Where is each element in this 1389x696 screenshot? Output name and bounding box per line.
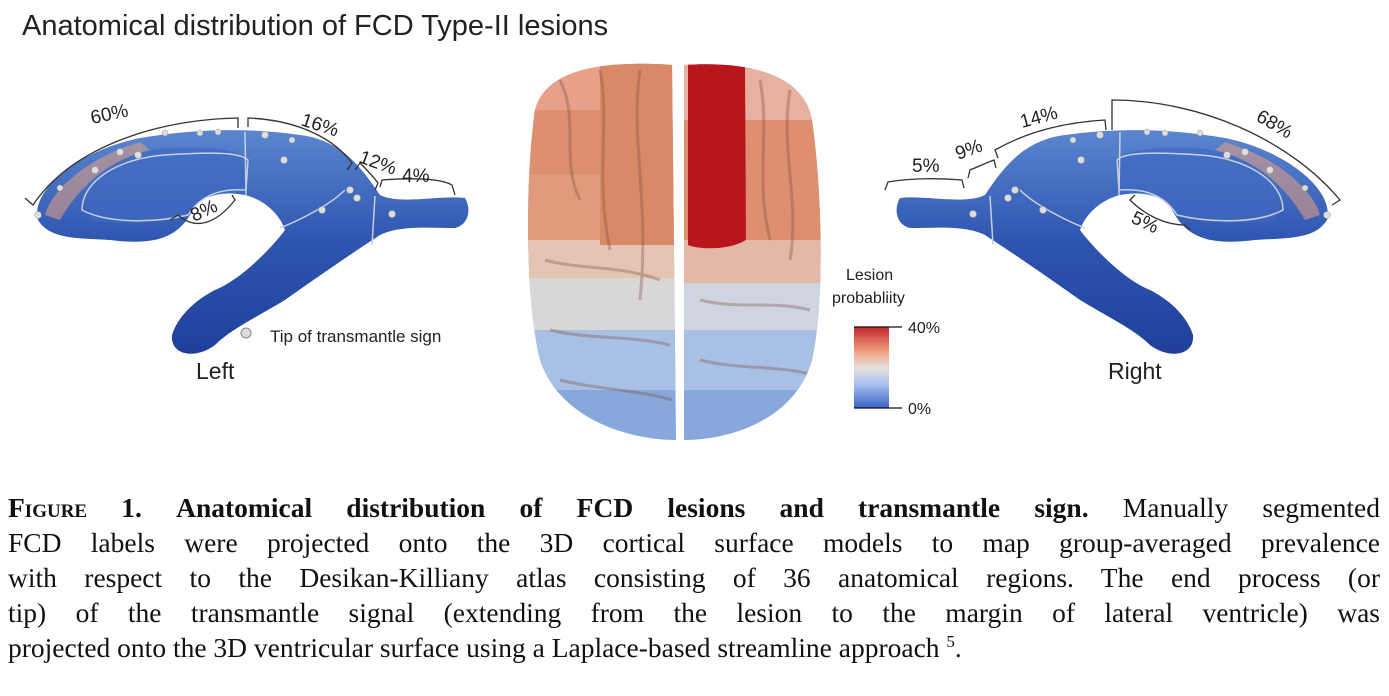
left-pct-occipital: 4% xyxy=(402,166,430,187)
left-side-label: Left xyxy=(196,358,235,384)
left-pct-frontal: 60% xyxy=(89,100,131,128)
left-ventricle: 60% 16% 12% 4% 8% Tip of transmantle sig… xyxy=(24,100,470,384)
cortical-surface-map xyxy=(528,63,821,440)
figure-panel: 60% 16% 12% 4% 8% Tip of transmantle sig… xyxy=(24,63,1341,440)
region-brackets xyxy=(884,99,1341,231)
colorbar-title-line2: probabliity xyxy=(832,290,905,307)
right-side-label: Right xyxy=(1108,358,1162,384)
right-pct-temporal: 9% xyxy=(953,136,986,165)
figure-caption: Figure 1. Anatomical distribution of FCD… xyxy=(8,490,1380,665)
caption-line-2: FCD labels were projected onto the 3D co… xyxy=(8,527,1380,558)
caption-bold-title: Anatomical distribution of FCD lesions a… xyxy=(176,492,1089,523)
caption-line-3: with respect to the Desikan-Killiany atl… xyxy=(8,562,1380,593)
figure-label: Figure 1. xyxy=(8,492,142,523)
colorbar-gradient xyxy=(854,327,889,408)
caption-text: Manually segmented xyxy=(1122,492,1380,523)
caption-line-1: Figure 1. Anatomical distribution of FCD… xyxy=(8,490,1380,525)
right-pct-insula: 5% xyxy=(1128,207,1162,238)
marker-legend-label: Tip of transmantle sign xyxy=(270,327,441,346)
figure-title: Anatomical distribution of FCD Type-II l… xyxy=(22,10,609,42)
caption-line-4: tip) of the transmantle signal (extendin… xyxy=(8,597,1380,628)
colorbar-title-line1: Lesion xyxy=(846,267,893,284)
caption-period: . xyxy=(954,632,962,663)
colorbar-legend: Lesion probabliity 40% 0% xyxy=(832,267,940,418)
colorbar-max-label: 40% xyxy=(908,320,940,337)
right-pct-frontal: 68% xyxy=(1253,106,1297,143)
caption-line-5: projected onto the 3D ventricular surfac… xyxy=(8,630,1380,665)
region-brackets xyxy=(24,117,456,224)
right-pct-occipital: 5% xyxy=(912,156,940,177)
colorbar-min-label: 0% xyxy=(908,401,931,418)
right-pct-parietal: 14% xyxy=(1018,103,1060,133)
reference-superscript[interactable]: 5 xyxy=(946,632,955,651)
caption-text: projected onto the 3D ventricular surfac… xyxy=(8,632,940,663)
right-ventricle: 5% 9% 14% 68% 5% Right xyxy=(884,99,1341,384)
transmantle-tip-marker-icon xyxy=(240,327,252,339)
